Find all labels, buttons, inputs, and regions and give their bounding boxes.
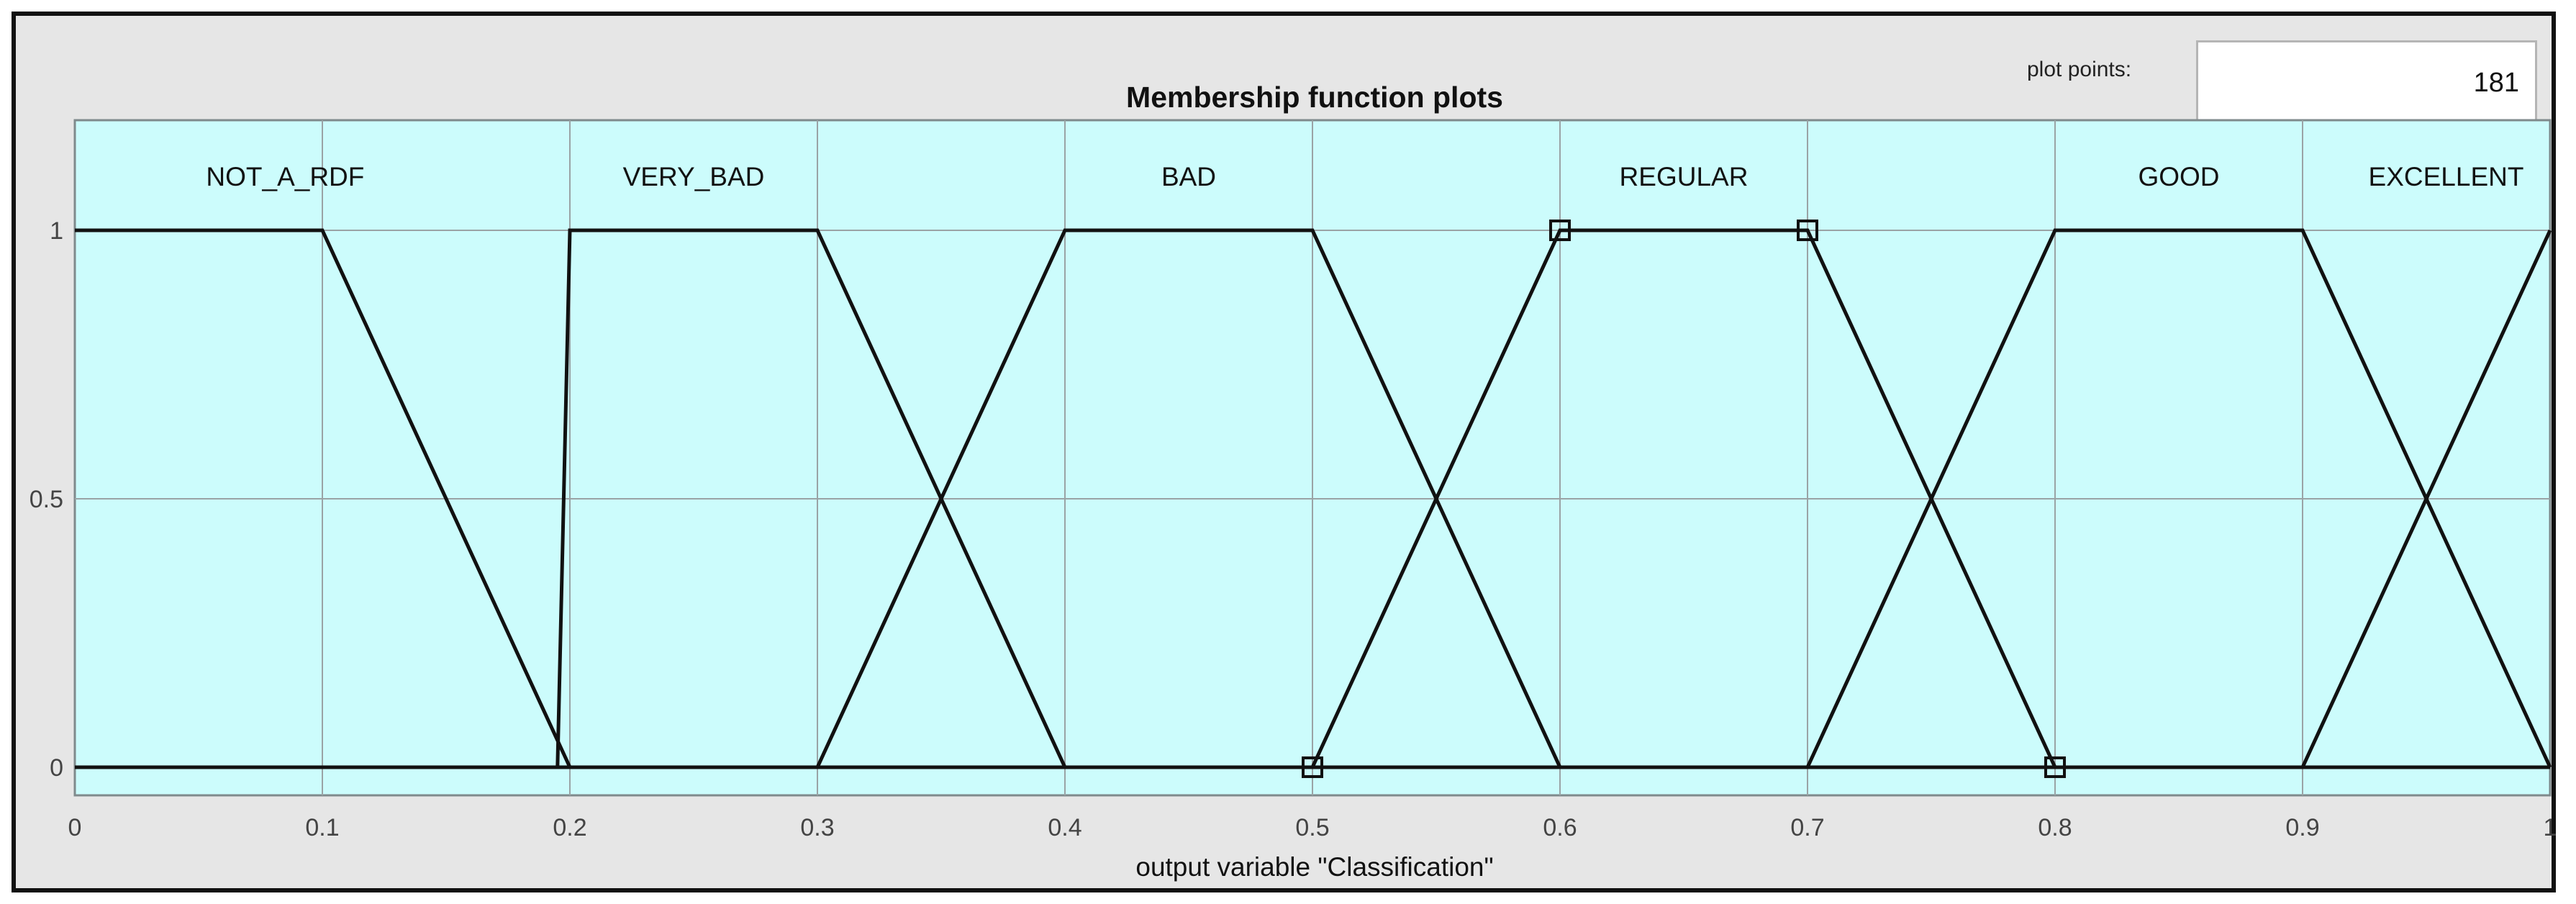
y-tick-label: 0.5 — [30, 486, 63, 513]
y-tick-label: 0 — [50, 754, 63, 782]
x-tick-label: 0.7 — [1790, 814, 1824, 841]
x-tick-label: 0.6 — [1543, 814, 1577, 841]
mf-line-excellent — [2300, 229, 2552, 769]
membership-function-labels: NOT_A_RDF VERY_BAD BAD REGULAR GOOD EXCELLENT — [206, 162, 2523, 191]
x-tick-label: 0 — [68, 814, 82, 841]
mf-label-bad: BAD — [1161, 162, 1216, 191]
mf-label-excellent: EXCELLENT — [2369, 162, 2524, 191]
y-tick-label: 1 — [50, 217, 63, 245]
vertex-marker — [1302, 756, 1323, 778]
axis-ticks: 0 0.1 0.2 0.3 0.4 0.5 0.6 0.7 0.8 0.9 1 0 0.5 1 — [30, 217, 2557, 841]
mf-label-not_a_rdf: NOT_A_RDF — [206, 162, 364, 191]
x-tick-label: 0.5 — [1295, 814, 1329, 841]
mf-line-not_a_rdf — [75, 228, 572, 769]
x-tick-label: 0.3 — [800, 814, 834, 841]
plot-points-label: plot points: — [2027, 58, 2132, 81]
x-tick-label: 0.8 — [2038, 814, 2072, 841]
x-axis-label: output variable "Classification" — [1135, 852, 1493, 882]
vertex-marker — [2044, 756, 2066, 778]
mf-label-good: GOOD — [2138, 162, 2219, 191]
x-tick-label: 1 — [2544, 814, 2557, 841]
vertex-marker — [1797, 220, 1818, 241]
x-tick-label: 0.1 — [305, 814, 339, 841]
x-tick-label: 0.4 — [1048, 814, 1081, 841]
mf-label-regular: REGULAR — [1620, 162, 1749, 191]
chart-title: Membership function plots — [1126, 81, 1503, 114]
x-tick-label: 0.9 — [2285, 814, 2319, 841]
membership-functions — [75, 228, 2552, 769]
vertex-marker — [1549, 220, 1571, 241]
x-tick-label: 0.2 — [553, 814, 586, 841]
mf-label-very_bad: VERY_BAD — [623, 162, 765, 191]
selection-markers — [1302, 220, 2066, 778]
